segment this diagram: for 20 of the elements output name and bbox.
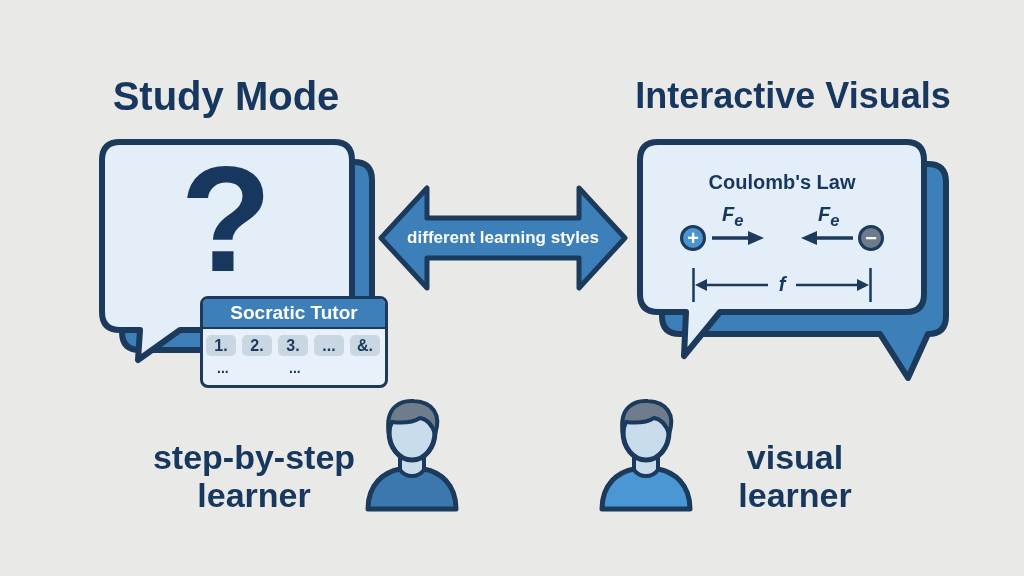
card-title: Socratic Tutor (203, 299, 385, 329)
step-chip: 2. (242, 335, 272, 356)
heading: Interactive Visuals (635, 78, 951, 114)
step-chip: &. (350, 335, 380, 356)
step-chip: 3. (278, 335, 308, 356)
force-label: F$_{e}$ (722, 204, 744, 230)
force-label: F$_{e}$ (818, 204, 840, 230)
ellipsis-text: ... (217, 361, 229, 375)
bubble-title: Coulomb's Law (708, 172, 856, 192)
ellipsis-text: ... (289, 361, 301, 375)
learner-label: visual learner (737, 438, 853, 515)
double-arrow (378, 185, 628, 291)
learner-label: step-by-step learner (151, 438, 357, 515)
step-chip: 1. (206, 335, 236, 356)
question-mark: ? (180, 144, 272, 294)
heading: Study Mode (112, 76, 340, 116)
edge-label: different learning styles (407, 229, 599, 246)
distance-label: f (778, 274, 786, 294)
tutor-card (200, 296, 388, 388)
step-chip: ... (314, 335, 344, 356)
